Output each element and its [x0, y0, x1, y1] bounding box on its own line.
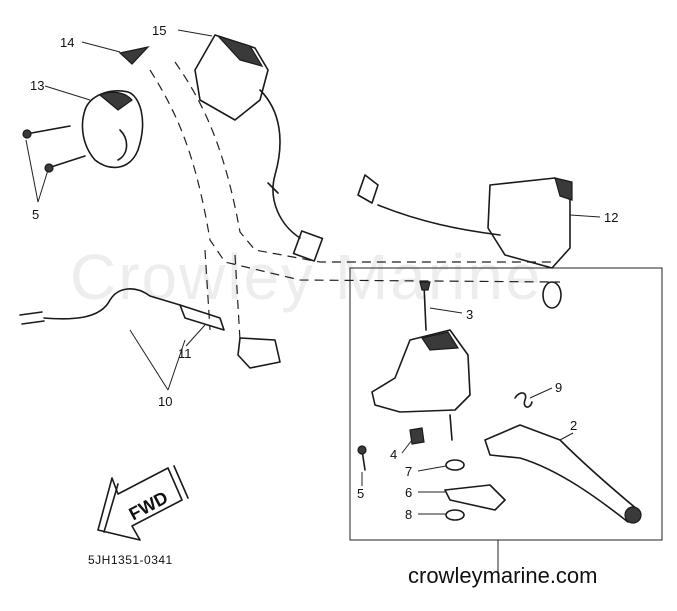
part-clip [118, 46, 150, 65]
callout-5-upper: 5 [32, 207, 39, 222]
part-screws-upper [22, 125, 86, 173]
part-code: 5JH1351-0341 [88, 553, 173, 567]
callout-9: 9 [555, 380, 562, 395]
part-switch-cover [81, 90, 144, 169]
part-lever-bracket [371, 329, 471, 441]
callout-5-lower: 5 [357, 486, 364, 501]
part-kill-switch [194, 34, 324, 262]
callout-4: 4 [390, 447, 397, 462]
part-wire-harness [19, 288, 225, 331]
callout-14: 14 [60, 35, 74, 50]
part-lever [484, 424, 642, 524]
part-spring [514, 392, 533, 408]
callout-10: 10 [158, 394, 172, 409]
site-footer: crowleymarine.com [408, 563, 598, 588]
callout-7: 7 [405, 464, 412, 479]
fwd-arrow: FWD [97, 465, 189, 541]
handlebar-tube [149, 61, 562, 341]
callout-15: 15 [152, 23, 166, 38]
callout-12: 12 [604, 210, 618, 225]
part-switch-housing [357, 174, 573, 269]
part-small-hardware [409, 427, 506, 521]
part-lower-bracket [237, 337, 281, 369]
exploded-box [349, 267, 663, 541]
callout-8: 8 [405, 507, 412, 522]
callout-3: 3 [466, 307, 473, 322]
part-screw-lower [357, 445, 367, 471]
callout-11: 11 [178, 346, 192, 361]
part-screw-3 [419, 281, 431, 331]
watermark-text: Crowley Marine [70, 241, 543, 313]
callout-2: 2 [570, 418, 577, 433]
callout-6: 6 [405, 485, 412, 500]
fwd-arrow-label: FWD [126, 487, 172, 524]
leader-lines [25, 29, 601, 580]
callout-13: 13 [30, 78, 44, 93]
